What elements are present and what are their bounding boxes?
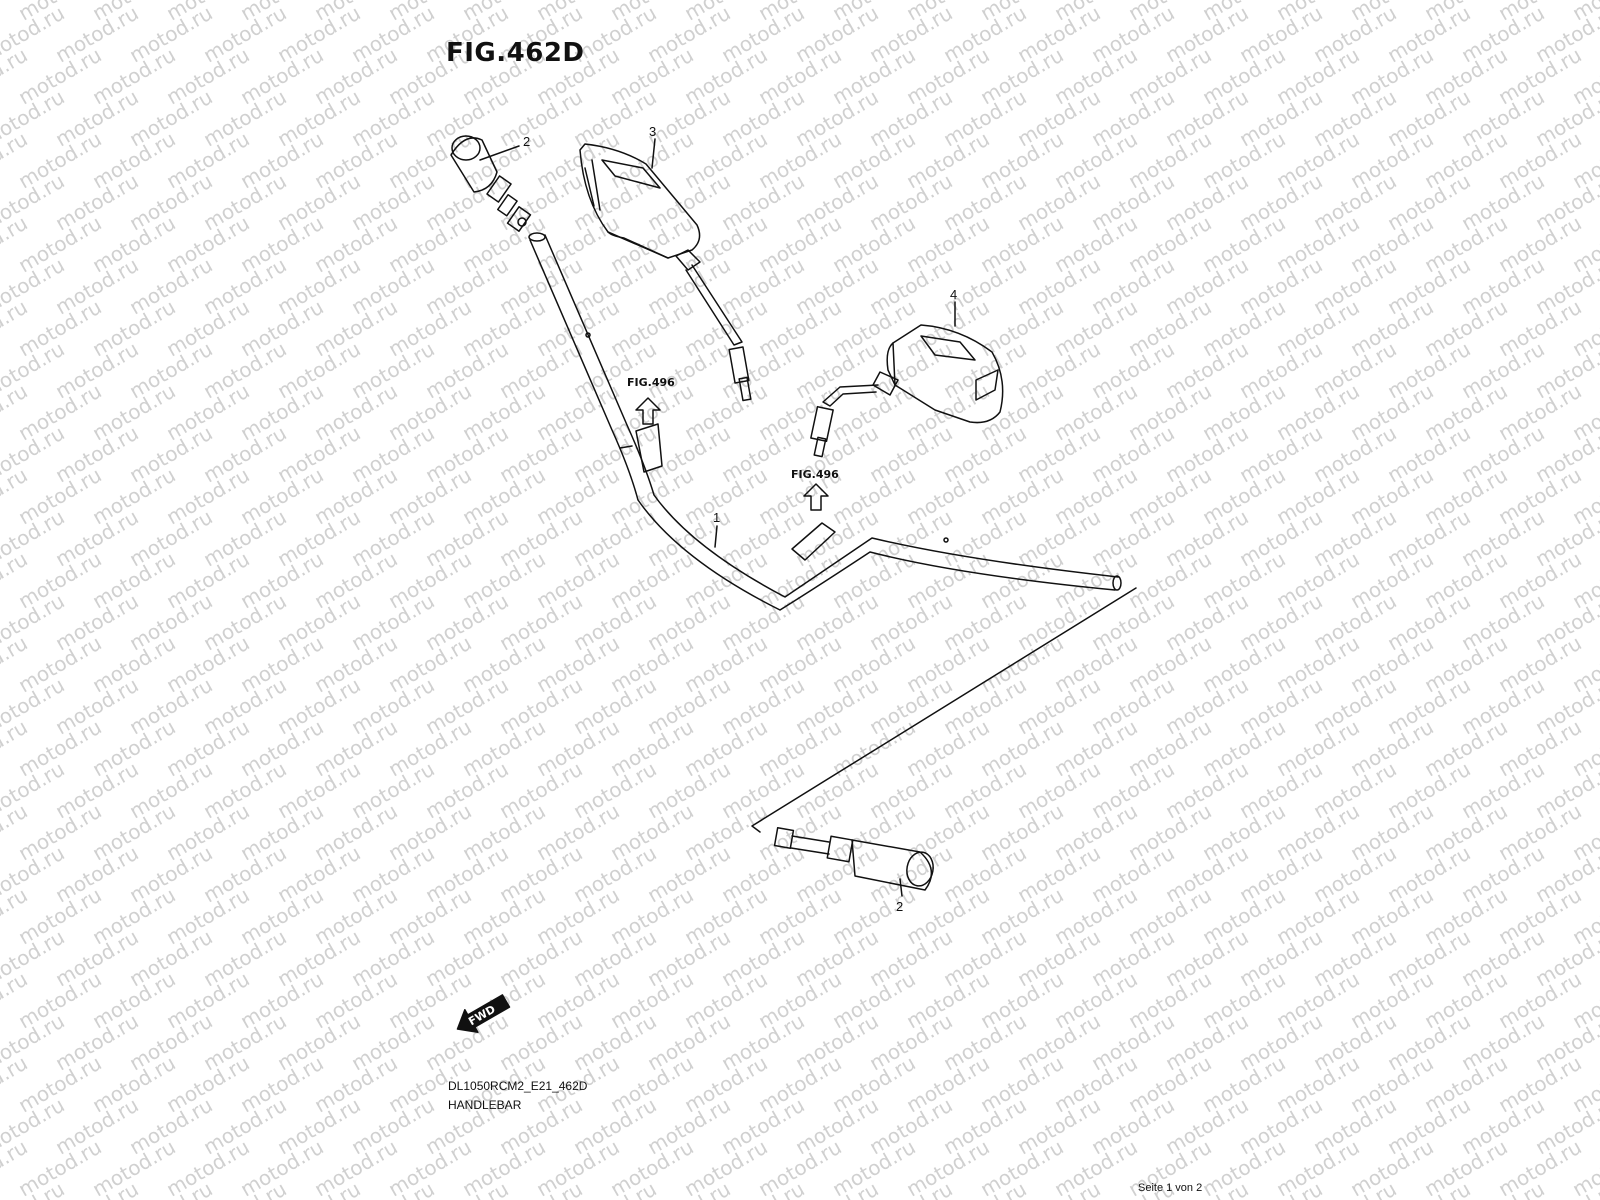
reference-label-left: FIG.496 — [627, 376, 675, 389]
callout-line-handlebar — [714, 525, 718, 548]
page-indicator: Seite 1 von 2 — [1138, 1182, 1203, 1194]
callout-balancer-left: 2 — [523, 134, 530, 149]
reference-label-right: FIG.496 — [791, 468, 839, 481]
mirror-right-part[interactable] — [579, 143, 752, 402]
reference-arrow-left — [635, 397, 661, 425]
mirror-left-part[interactable] — [810, 324, 1004, 458]
callout-line-balancer-left — [479, 145, 520, 161]
callout-line-balancer-right — [899, 878, 903, 897]
assembly-line — [751, 587, 1137, 833]
reference-arrow-right — [803, 483, 829, 511]
callout-mirror-right: 3 — [649, 124, 656, 139]
callout-mirror-left: 4 — [950, 287, 957, 302]
figure-name: HANDLEBAR — [448, 1098, 522, 1112]
figure-code: DL1050RCM2_E21_462D — [448, 1079, 588, 1093]
callout-line-mirror-right — [651, 138, 656, 169]
balancer-left-part[interactable] — [450, 135, 532, 232]
fwd-arrow-icon: FWD — [456, 994, 511, 1034]
callout-balancer-right: 2 — [896, 899, 903, 914]
callout-handlebar: 1 — [713, 510, 720, 525]
figure-title: FIG.462D — [446, 38, 585, 68]
handlebar-part[interactable] — [528, 232, 1122, 611]
balancer-right-part[interactable] — [773, 826, 936, 891]
